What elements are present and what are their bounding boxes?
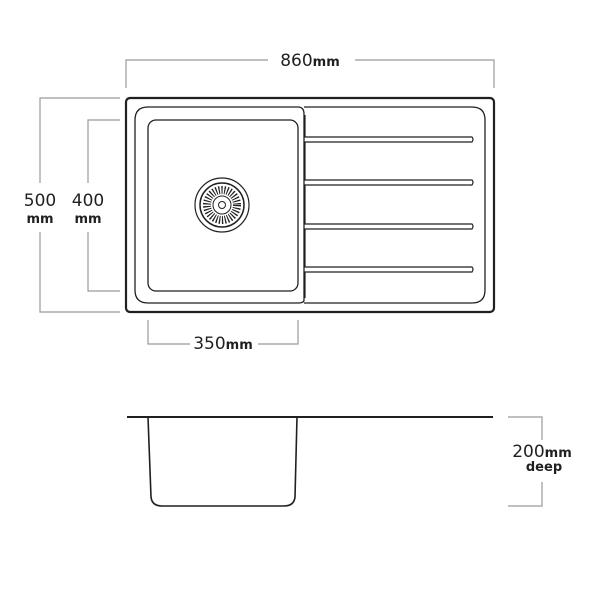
bowl <box>147 119 299 292</box>
bowl-depth-dimension-line <box>508 416 543 507</box>
bowl-width-label: 350mm <box>193 334 253 354</box>
width-label: 860mm <box>280 51 340 71</box>
bowl-length-unit: mm <box>74 212 101 227</box>
sink-outer-rim <box>124 96 496 314</box>
bowl-side-profile <box>147 416 298 507</box>
sink-side-view <box>127 416 493 507</box>
width-dimension: 860mm <box>125 51 495 88</box>
bowl-length-dimension-line <box>87 119 120 292</box>
width-dimension-line <box>125 59 495 88</box>
drain-strainer-icon <box>194 177 250 233</box>
sink-top-view <box>124 96 496 314</box>
outer-depth-unit: mm <box>26 212 53 227</box>
bowl-width-dimension-line <box>147 320 299 345</box>
outer-depth-dimension: 500 mm <box>24 97 120 313</box>
bowl-width-dimension: 350mm <box>147 320 299 354</box>
bowl-depth-suffix: deep <box>526 460 562 475</box>
bowl-length-value: 400 <box>72 191 104 211</box>
drainer-flange <box>304 106 486 304</box>
outer-depth-dimension-line <box>39 97 120 313</box>
bowl-flange <box>134 106 305 304</box>
bowl-length-dimension: 400 mm <box>72 119 120 292</box>
outer-depth-value: 500 <box>24 191 56 211</box>
drainer-rib <box>304 115 474 298</box>
drainer-ribs <box>304 115 474 298</box>
bowl-depth-dimension: 200mm deep <box>508 416 572 507</box>
bowl-depth-label: 200mm <box>512 442 572 462</box>
